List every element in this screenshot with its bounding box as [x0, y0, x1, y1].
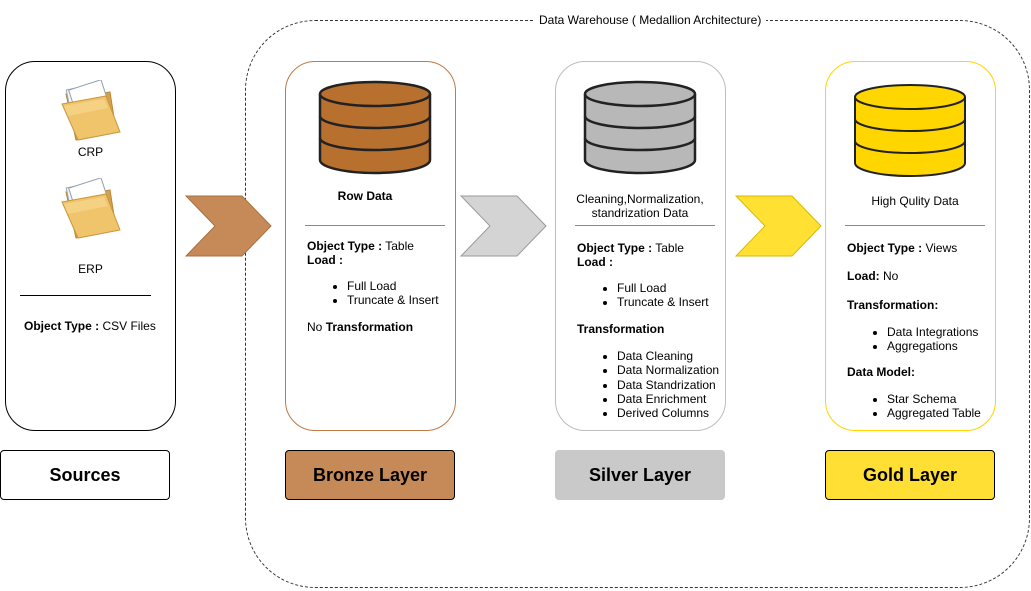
gold-divider	[845, 225, 985, 226]
silver-layer-label: Silver Layer	[555, 450, 725, 500]
silver-divider	[575, 225, 715, 226]
sources-divider	[20, 295, 151, 296]
data-warehouse-title: Data Warehouse ( Medallion Architecture)	[534, 12, 767, 28]
chevron-arrow-icon	[185, 195, 272, 257]
gold-data-model-label: Data Model:	[847, 365, 916, 379]
list-item: Data Enrichment	[617, 392, 719, 406]
sources-object-type: Object Type : CSV Files	[24, 319, 156, 333]
list-item: Aggregated Table	[887, 406, 981, 420]
list-item: Truncate & Insert	[617, 295, 709, 309]
gold-layer-label: Gold Layer	[825, 450, 995, 500]
silver-load-label: Load :	[577, 255, 613, 269]
sources-label: Sources	[0, 450, 170, 500]
list-item: Data Cleaning	[617, 349, 719, 363]
list-item: Data Normalization	[617, 363, 719, 377]
database-icon	[583, 80, 697, 175]
source-item-crp: CRP	[77, 145, 104, 159]
list-item: Derived Columns	[617, 406, 719, 420]
gold-transformation-list: Data Integrations Aggregations	[847, 325, 978, 354]
silver-transformation-label: Transformation	[577, 322, 665, 336]
silver-heading: Cleaning,Normalization, standrization Da…	[576, 192, 704, 220]
bronze-object-type: Object Type : Table	[307, 239, 414, 253]
bronze-load-label: Load :	[307, 253, 343, 267]
database-icon	[318, 80, 432, 175]
folder-icon	[61, 80, 121, 141]
source-item-erp: ERP	[78, 262, 103, 276]
folder-icon	[61, 178, 121, 239]
silver-transformation-list: Data Cleaning Data Normalization Data St…	[577, 349, 719, 420]
gold-load: Load: No	[847, 269, 899, 283]
gold-transformation-label: Transformation:	[847, 298, 939, 312]
chevron-arrow-icon	[735, 195, 822, 257]
list-item: Truncate & Insert	[347, 293, 439, 307]
database-icon	[854, 84, 966, 177]
list-item: Data Standrization	[617, 378, 719, 392]
bronze-divider	[305, 225, 445, 226]
list-item: Full Load	[617, 281, 709, 295]
gold-object-type: Object Type : Views	[847, 241, 958, 255]
bronze-transformation: No Transformation	[307, 320, 414, 334]
silver-object-type: Object Type : Table	[577, 241, 684, 255]
bronze-load-list: Full Load Truncate & Insert	[307, 279, 439, 308]
list-item: Aggregations	[887, 339, 978, 353]
list-item: Full Load	[347, 279, 439, 293]
list-item: Star Schema	[887, 392, 981, 406]
bronze-layer-label: Bronze Layer	[285, 450, 455, 500]
bronze-heading: Row Data	[337, 189, 393, 203]
silver-load-list: Full Load Truncate & Insert	[577, 281, 709, 310]
gold-data-model-list: Star Schema Aggregated Table	[847, 392, 981, 421]
list-item: Data Integrations	[887, 325, 978, 339]
gold-heading: High Qulity Data	[871, 194, 959, 208]
chevron-arrow-icon	[460, 195, 547, 257]
